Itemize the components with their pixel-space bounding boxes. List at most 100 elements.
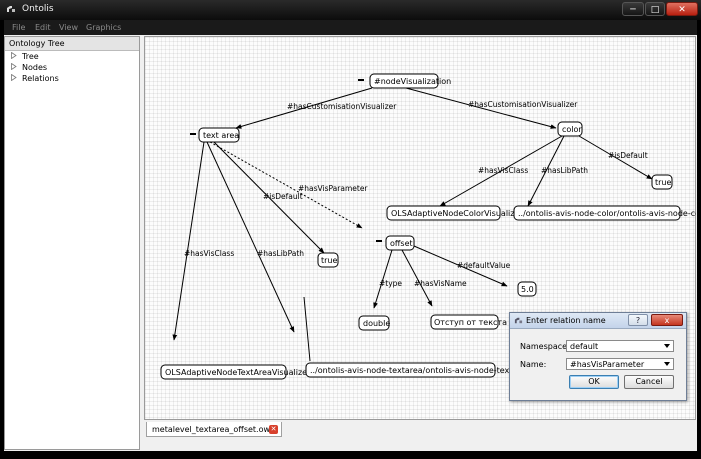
graph-node[interactable]: text area [198, 127, 240, 143]
name-value: #hasVisParameter [570, 360, 645, 369]
graph-node[interactable]: #nodeVisualization [369, 73, 451, 89]
name-select[interactable]: #hasVisParameter [566, 358, 674, 370]
node-label: Отступ от текста [434, 318, 507, 327]
menu-file[interactable]: File [12, 23, 26, 32]
graph-node[interactable]: OLSAdaptiveNodeColorVisualizer [386, 205, 523, 221]
graph-node[interactable]: OLSAdaptiveNodeTextAreaVisualizer [160, 364, 311, 380]
graph-node[interactable]: color [557, 121, 583, 137]
node-label: double [363, 319, 390, 328]
app-icon [7, 6, 15, 12]
graph-node[interactable]: ../ontolis-avis-node-color/ontolis-avis-… [513, 205, 696, 221]
graph-node[interactable]: 5.0 [517, 281, 537, 297]
ontology-tree-panel: Ontology Tree Tree Nodes Relations [4, 36, 140, 450]
title-bar: Ontolis ─ □ ✕ [0, 0, 701, 20]
node-label: ../ontolis-avis-node-color/ontolis-avis-… [518, 209, 696, 218]
edge-line[interactable] [213, 141, 325, 254]
edge-line[interactable] [405, 87, 557, 129]
edge-label: #hasLibPath [257, 249, 304, 258]
minimize-button[interactable]: ─ [622, 2, 644, 16]
expand-arrow-icon[interactable] [11, 52, 17, 59]
help-button[interactable]: ? [628, 314, 648, 326]
maximize-button[interactable]: □ [645, 2, 665, 16]
graph-node[interactable]: double [358, 315, 390, 331]
tree-item-tree[interactable]: Tree [11, 52, 39, 61]
dialog-title-bar: Enter relation name ? x [510, 313, 686, 329]
name-label: Name: [520, 360, 547, 369]
close-tab-icon[interactable]: ✕ [269, 425, 278, 434]
namespace-select[interactable]: default [566, 340, 674, 352]
node-label: true [655, 178, 671, 187]
edge-line[interactable] [303, 296, 311, 362]
node-label: 5.0 [521, 285, 534, 294]
edge-line[interactable] [578, 135, 653, 180]
namespace-label: Namespace: [520, 342, 570, 351]
menu-view[interactable]: View [59, 23, 78, 32]
tree-item-label: Relations [22, 74, 59, 83]
edge-line[interactable] [401, 249, 433, 307]
node-label: offset [390, 239, 413, 248]
expand-arrow-icon[interactable] [11, 74, 17, 81]
edge-label: #hasVisClass [184, 249, 234, 258]
edge-label: #hasCustomisationVisualizer [287, 102, 397, 111]
dialog-title: Enter relation name [526, 316, 606, 325]
node-label: text area [203, 131, 239, 140]
document-tab-bar: metalevel_textarea_offset.owl ✕ [144, 421, 696, 439]
tree-item-label: Nodes [22, 63, 48, 72]
document-tab[interactable]: metalevel_textarea_offset.owl ✕ [146, 422, 282, 437]
edge-label: #hasLibPath [541, 166, 588, 175]
edge-line[interactable] [209, 141, 363, 229]
edge-line[interactable] [413, 245, 508, 287]
edge-line[interactable] [172, 141, 205, 341]
close-button[interactable]: ✕ [666, 2, 698, 16]
window-title: Ontolis [22, 4, 54, 14]
expand-arrow-icon[interactable] [11, 63, 17, 70]
graph-node[interactable]: true [651, 174, 673, 190]
chevron-down-icon [664, 362, 670, 366]
edge-label: #isDefault [263, 192, 303, 201]
tree-item-label: Tree [22, 52, 39, 61]
chevron-down-icon [664, 344, 670, 348]
ok-button[interactable]: OK [569, 375, 619, 389]
menu-edit[interactable]: Edit [35, 23, 51, 32]
edge-line[interactable] [206, 141, 295, 333]
edge-line[interactable] [373, 249, 393, 309]
graph-node[interactable]: offset [385, 235, 415, 251]
edge-line[interactable] [439, 135, 563, 207]
dialog-close-button[interactable]: x [651, 314, 683, 326]
node-label: OLSAdaptiveNodeTextAreaVisualizer [165, 368, 311, 377]
edge-label: #hasCustomisationVisualizer [468, 100, 578, 109]
edge-label: #isDefault [608, 151, 648, 160]
node-label: true [321, 256, 337, 265]
namespace-value: default [570, 342, 599, 351]
edge-line[interactable] [235, 87, 373, 129]
close-icon: ✕ [678, 5, 686, 15]
node-label: OLSAdaptiveNodeColorVisualizer [391, 209, 523, 218]
graph-node[interactable]: Отступ от текста [430, 314, 507, 330]
maximize-icon: □ [650, 5, 660, 15]
node-label: ../ontolis-avis-node-textarea/ontolis-av… [310, 366, 530, 375]
node-label: color [562, 125, 582, 134]
node-label: #nodeVisualization [374, 77, 451, 86]
edge-line[interactable] [527, 135, 565, 207]
graph-node[interactable]: ../ontolis-avis-node-textarea/ontolis-av… [305, 362, 530, 378]
menu-bar: File Edit View Graphics [4, 20, 697, 35]
enter-relation-dialog: Enter relation name ? x Namespace: defau… [509, 312, 687, 401]
ontology-graph[interactable]: #hasCustomisationVisualizer #hasCustomis… [144, 36, 696, 420]
edge-label: #type [379, 279, 402, 288]
edge-label: #hasVisName [414, 279, 467, 288]
edge-label: #hasVisClass [478, 166, 528, 175]
edge-label: #defaultValue [457, 261, 511, 270]
panel-header: Ontology Tree [5, 37, 139, 51]
tree-item-relations[interactable]: Relations [11, 74, 59, 83]
app-icon [514, 317, 523, 324]
tree-item-nodes[interactable]: Nodes [11, 63, 47, 72]
collapse-marker[interactable] [190, 133, 196, 135]
edge-label: #hasVisParameter [298, 184, 368, 193]
graph-node[interactable]: true [317, 252, 339, 268]
minimize-icon: ─ [630, 5, 636, 15]
menu-graphics[interactable]: Graphics [86, 23, 122, 32]
panel-title: Ontology Tree [9, 39, 65, 48]
collapse-marker[interactable] [376, 240, 382, 242]
collapse-marker[interactable] [358, 79, 364, 81]
cancel-button[interactable]: Cancel [624, 375, 674, 389]
